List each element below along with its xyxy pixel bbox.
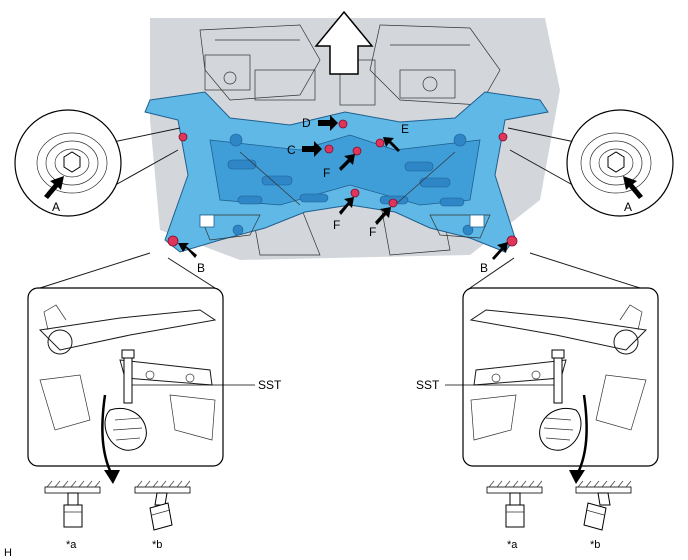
bolt-e xyxy=(375,138,385,148)
arrow-e-icon xyxy=(383,137,400,152)
arrow-a-right-icon xyxy=(623,176,643,199)
arrow-c-icon xyxy=(302,141,322,157)
arrow-f-lower-left-icon xyxy=(339,197,354,215)
bolt-f-upper xyxy=(352,146,362,156)
label-b-right: B xyxy=(480,261,488,275)
label-star-b-right: *b xyxy=(590,539,600,551)
arrow-d-icon xyxy=(318,115,338,131)
bolt-b-left xyxy=(167,235,179,247)
arrow-b-right-icon xyxy=(492,242,508,260)
label-star-a-right: *a xyxy=(507,539,518,551)
label-e: E xyxy=(401,122,409,136)
label-b-left: B xyxy=(197,261,205,275)
detail-a-right: A xyxy=(507,109,674,217)
bolt-c xyxy=(324,144,334,154)
up-arrow-icon xyxy=(314,10,374,75)
bolt-a-right xyxy=(498,132,508,142)
condition-sketches-left xyxy=(44,480,191,531)
detail-sst-left xyxy=(27,252,255,484)
bolt-a-left xyxy=(178,132,188,142)
corner-mark: H xyxy=(4,547,12,559)
rotate-arrow-right-icon xyxy=(569,470,585,484)
label-c: C xyxy=(287,143,296,157)
rotate-arrow-left-icon xyxy=(104,470,120,484)
arrow-a-left-icon xyxy=(44,176,64,199)
label-sst-right: SST xyxy=(416,378,440,392)
bolt-f-lower-right xyxy=(388,198,398,208)
callout-arrows xyxy=(178,115,508,260)
suspension-subframe xyxy=(144,91,549,253)
label-f-lower-left: F xyxy=(333,218,340,232)
arrow-f-lower-right-icon xyxy=(375,207,391,225)
detail-a-left: A xyxy=(14,109,181,217)
detail-sst-right xyxy=(445,252,659,484)
label-sst-left: SST xyxy=(258,378,282,392)
label-f-upper: F xyxy=(323,166,330,180)
label-d: D xyxy=(302,116,311,130)
arrow-f-upper-icon xyxy=(339,154,355,171)
arrow-b-left-icon xyxy=(178,243,197,258)
label-star-b-left: *b xyxy=(152,539,162,551)
label-star-a-left: *a xyxy=(66,539,77,551)
bolt-d xyxy=(338,119,348,129)
bolts xyxy=(167,119,518,247)
bolt-f-lower-left xyxy=(350,188,360,198)
label-a-right: A xyxy=(624,200,632,214)
bolt-b-right xyxy=(506,235,518,247)
condition-sketches-right xyxy=(486,480,632,531)
label-f-lower-right: F xyxy=(369,225,376,239)
label-a-left: A xyxy=(52,200,60,214)
